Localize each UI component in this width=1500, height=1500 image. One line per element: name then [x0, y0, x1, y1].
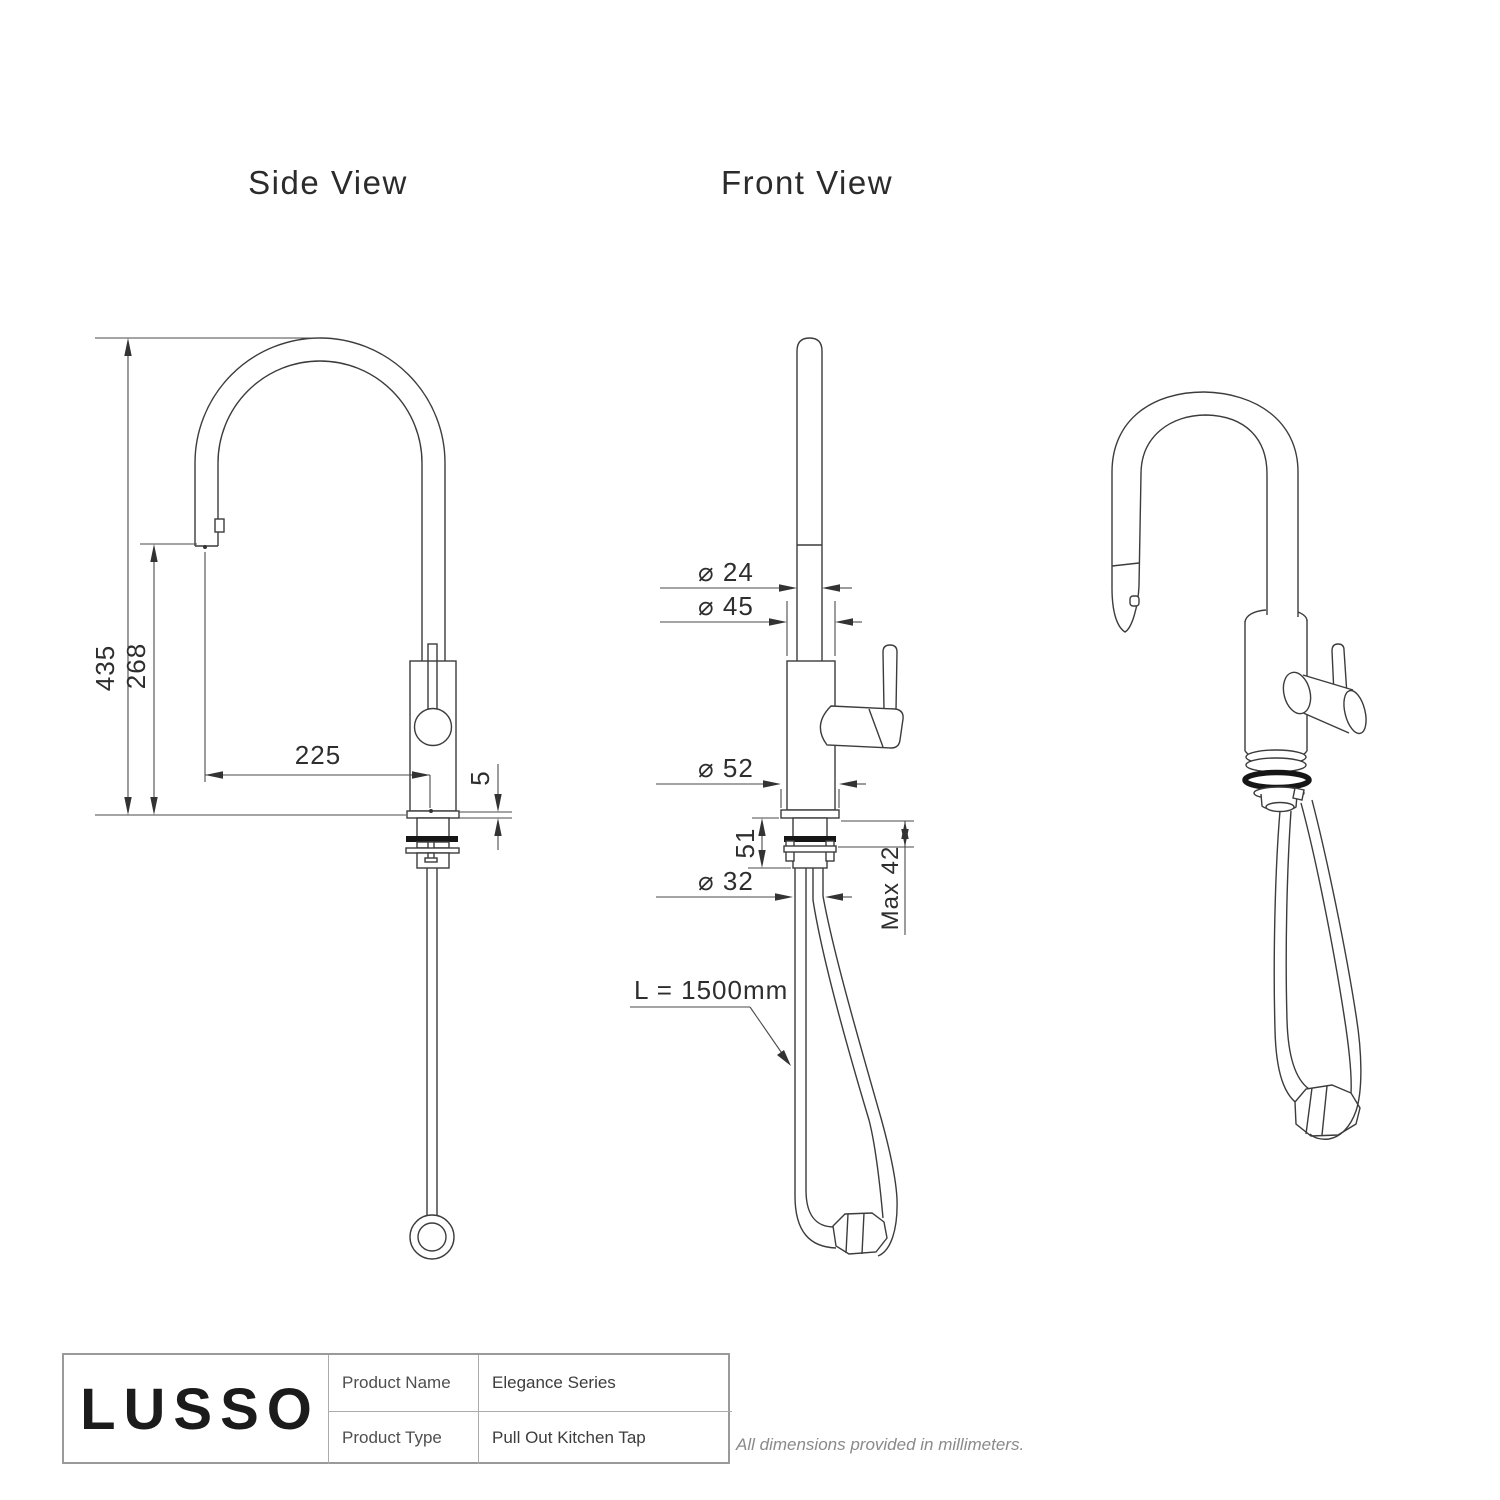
- side-base-flange: [406, 810, 460, 819]
- side-valve-knob: [413, 707, 453, 747]
- front-view-title: Front View: [720, 164, 894, 201]
- dim-max-counter-thickness: Max 42: [838, 820, 914, 935]
- side-seal-ring: [406, 836, 458, 842]
- dim-label-dia24: ⌀ 24: [698, 557, 754, 587]
- dim-label-dia32: ⌀ 32: [698, 866, 754, 896]
- front-shank: [792, 817, 828, 869]
- side-view-drawing: [194, 337, 460, 1260]
- side-hose-loop-inner: [417, 1222, 447, 1252]
- front-mounting-washer: [783, 845, 837, 853]
- front-handle-lever: [882, 644, 898, 711]
- persp-spray-head: [1111, 585, 1140, 633]
- brand-logo: LUSSO: [80, 1377, 320, 1442]
- title-block: LUSSO Product Name Elegance Series Produ…: [62, 1353, 732, 1464]
- dim-label-435: 435: [90, 645, 120, 691]
- side-spout-arch-outer: [194, 337, 446, 464]
- side-spout-arch-inner: [217, 360, 423, 464]
- persp-spout-arch-outer: [1111, 391, 1299, 617]
- persp-spray-nozzle: [1129, 595, 1140, 607]
- front-view-drawing: [780, 337, 904, 1257]
- dim-hose-length: L = 1500mm: [630, 975, 791, 1066]
- front-base-flange: [780, 809, 840, 819]
- dim-label-hose-length: L = 1500mm: [634, 975, 788, 1005]
- front-seal-ring: [784, 836, 836, 842]
- persp-handle-boss: [1282, 671, 1312, 715]
- persp-handle-endcap: [1343, 689, 1367, 735]
- persp-spout-arch-inner: [1140, 414, 1268, 615]
- persp-hose-weight: [1294, 1084, 1361, 1137]
- dim-spout-diameter: ⌀ 24: [660, 557, 852, 592]
- persp-seal-ring: [1242, 769, 1312, 791]
- side-view-title: Side View: [248, 164, 408, 201]
- dim-base-diameter: ⌀ 52: [656, 753, 866, 808]
- dim-body-diameter: ⌀ 45: [660, 591, 862, 656]
- dim-label-225: 225: [295, 740, 341, 770]
- front-view-dimensions: ⌀ 24 ⌀ 45 ⌀ 52: [630, 557, 914, 1066]
- dim-label-dia52: ⌀ 52: [698, 753, 754, 783]
- brand-cell: LUSSO: [64, 1355, 329, 1464]
- dim-hole-diameter: ⌀ 32: [656, 866, 852, 901]
- front-spout-tube: [796, 337, 823, 662]
- dimensions-note: All dimensions provided in millimeters.: [736, 1435, 1025, 1454]
- dim-label-268: 268: [121, 643, 151, 689]
- side-view-dimensions: 435 268 225: [90, 337, 512, 850]
- front-handle-body: [819, 705, 904, 749]
- product-name-value: Elegance Series: [479, 1355, 732, 1412]
- dim-label-max42: Max 42: [877, 846, 904, 931]
- front-hose-weight: [832, 1212, 888, 1255]
- dim-label-51: 51: [730, 828, 760, 859]
- product-type-label: Product Type: [329, 1412, 479, 1464]
- dim-spout-reach: 225: [203, 545, 433, 813]
- perspective-view-drawing: [1111, 391, 1367, 1140]
- persp-hose: [1273, 810, 1302, 1107]
- dim-label-5: 5: [465, 770, 495, 785]
- side-spray-clip: [214, 518, 225, 533]
- product-type-value: Pull Out Kitchen Tap: [492, 1428, 646, 1447]
- persp-handle-lever: [1331, 643, 1348, 696]
- dim-spout-height: 268: [121, 543, 197, 815]
- side-mounting-washer: [405, 847, 460, 854]
- dim-total-height: 435: [90, 337, 406, 816]
- front-pullout-hose: [812, 868, 884, 1219]
- dim-label-dia45: ⌀ 45: [698, 591, 754, 621]
- dim-shank-height: 51: [730, 817, 791, 869]
- dim-base-thickness: 5: [459, 764, 512, 850]
- product-name-label: Product Name: [329, 1355, 479, 1412]
